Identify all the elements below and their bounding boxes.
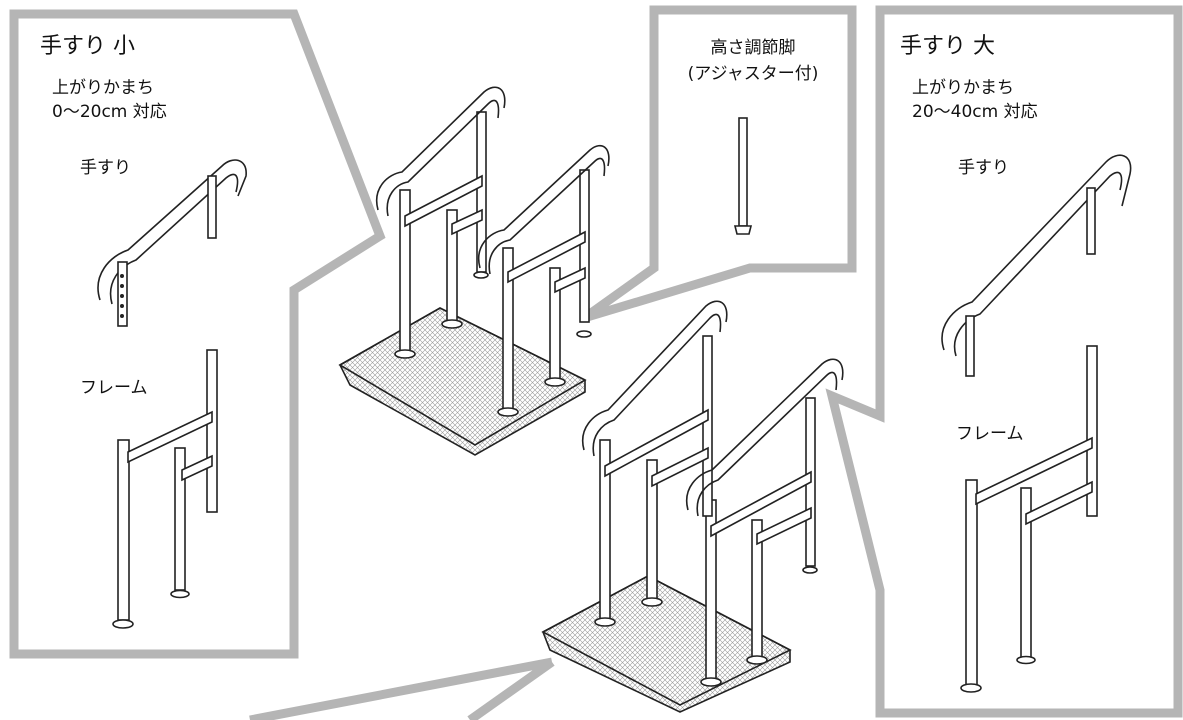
small-handrail-label: 手すり	[80, 158, 131, 178]
small-step-assembly	[338, 86, 610, 456]
large-handrail-label: 手すり	[958, 158, 1009, 178]
small-frame-part	[112, 349, 218, 629]
large-step-assembly	[541, 300, 844, 713]
large-step-label: 上がりかまち	[912, 78, 1014, 98]
adjuster-title-line2: (アジャスター付)	[687, 64, 819, 84]
large-handrail-part	[941, 154, 1132, 377]
large-frame-part	[960, 345, 1098, 693]
large-range-label: 20〜40cm 対応	[912, 102, 1038, 122]
adjuster-leg-part	[733, 117, 753, 235]
large-panel-title: 手すり 大	[900, 34, 995, 59]
large-frame-label: フレーム	[956, 424, 1024, 444]
bottom-pointer-line	[249, 657, 555, 720]
small-panel-title: 手すり 小	[40, 34, 135, 59]
small-frame-label: フレーム	[80, 378, 148, 398]
small-step-label: 上がりかまち	[52, 78, 154, 98]
adjuster-title-line1: 高さ調節脚	[710, 38, 796, 58]
adjuster-callout-balloon	[581, 5, 857, 323]
small-callout-balloon	[9, 9, 386, 659]
large-callout-balloon	[825, 5, 1183, 718]
small-handrail-part	[97, 159, 247, 327]
small-range-label: 0〜20cm 対応	[52, 102, 167, 122]
